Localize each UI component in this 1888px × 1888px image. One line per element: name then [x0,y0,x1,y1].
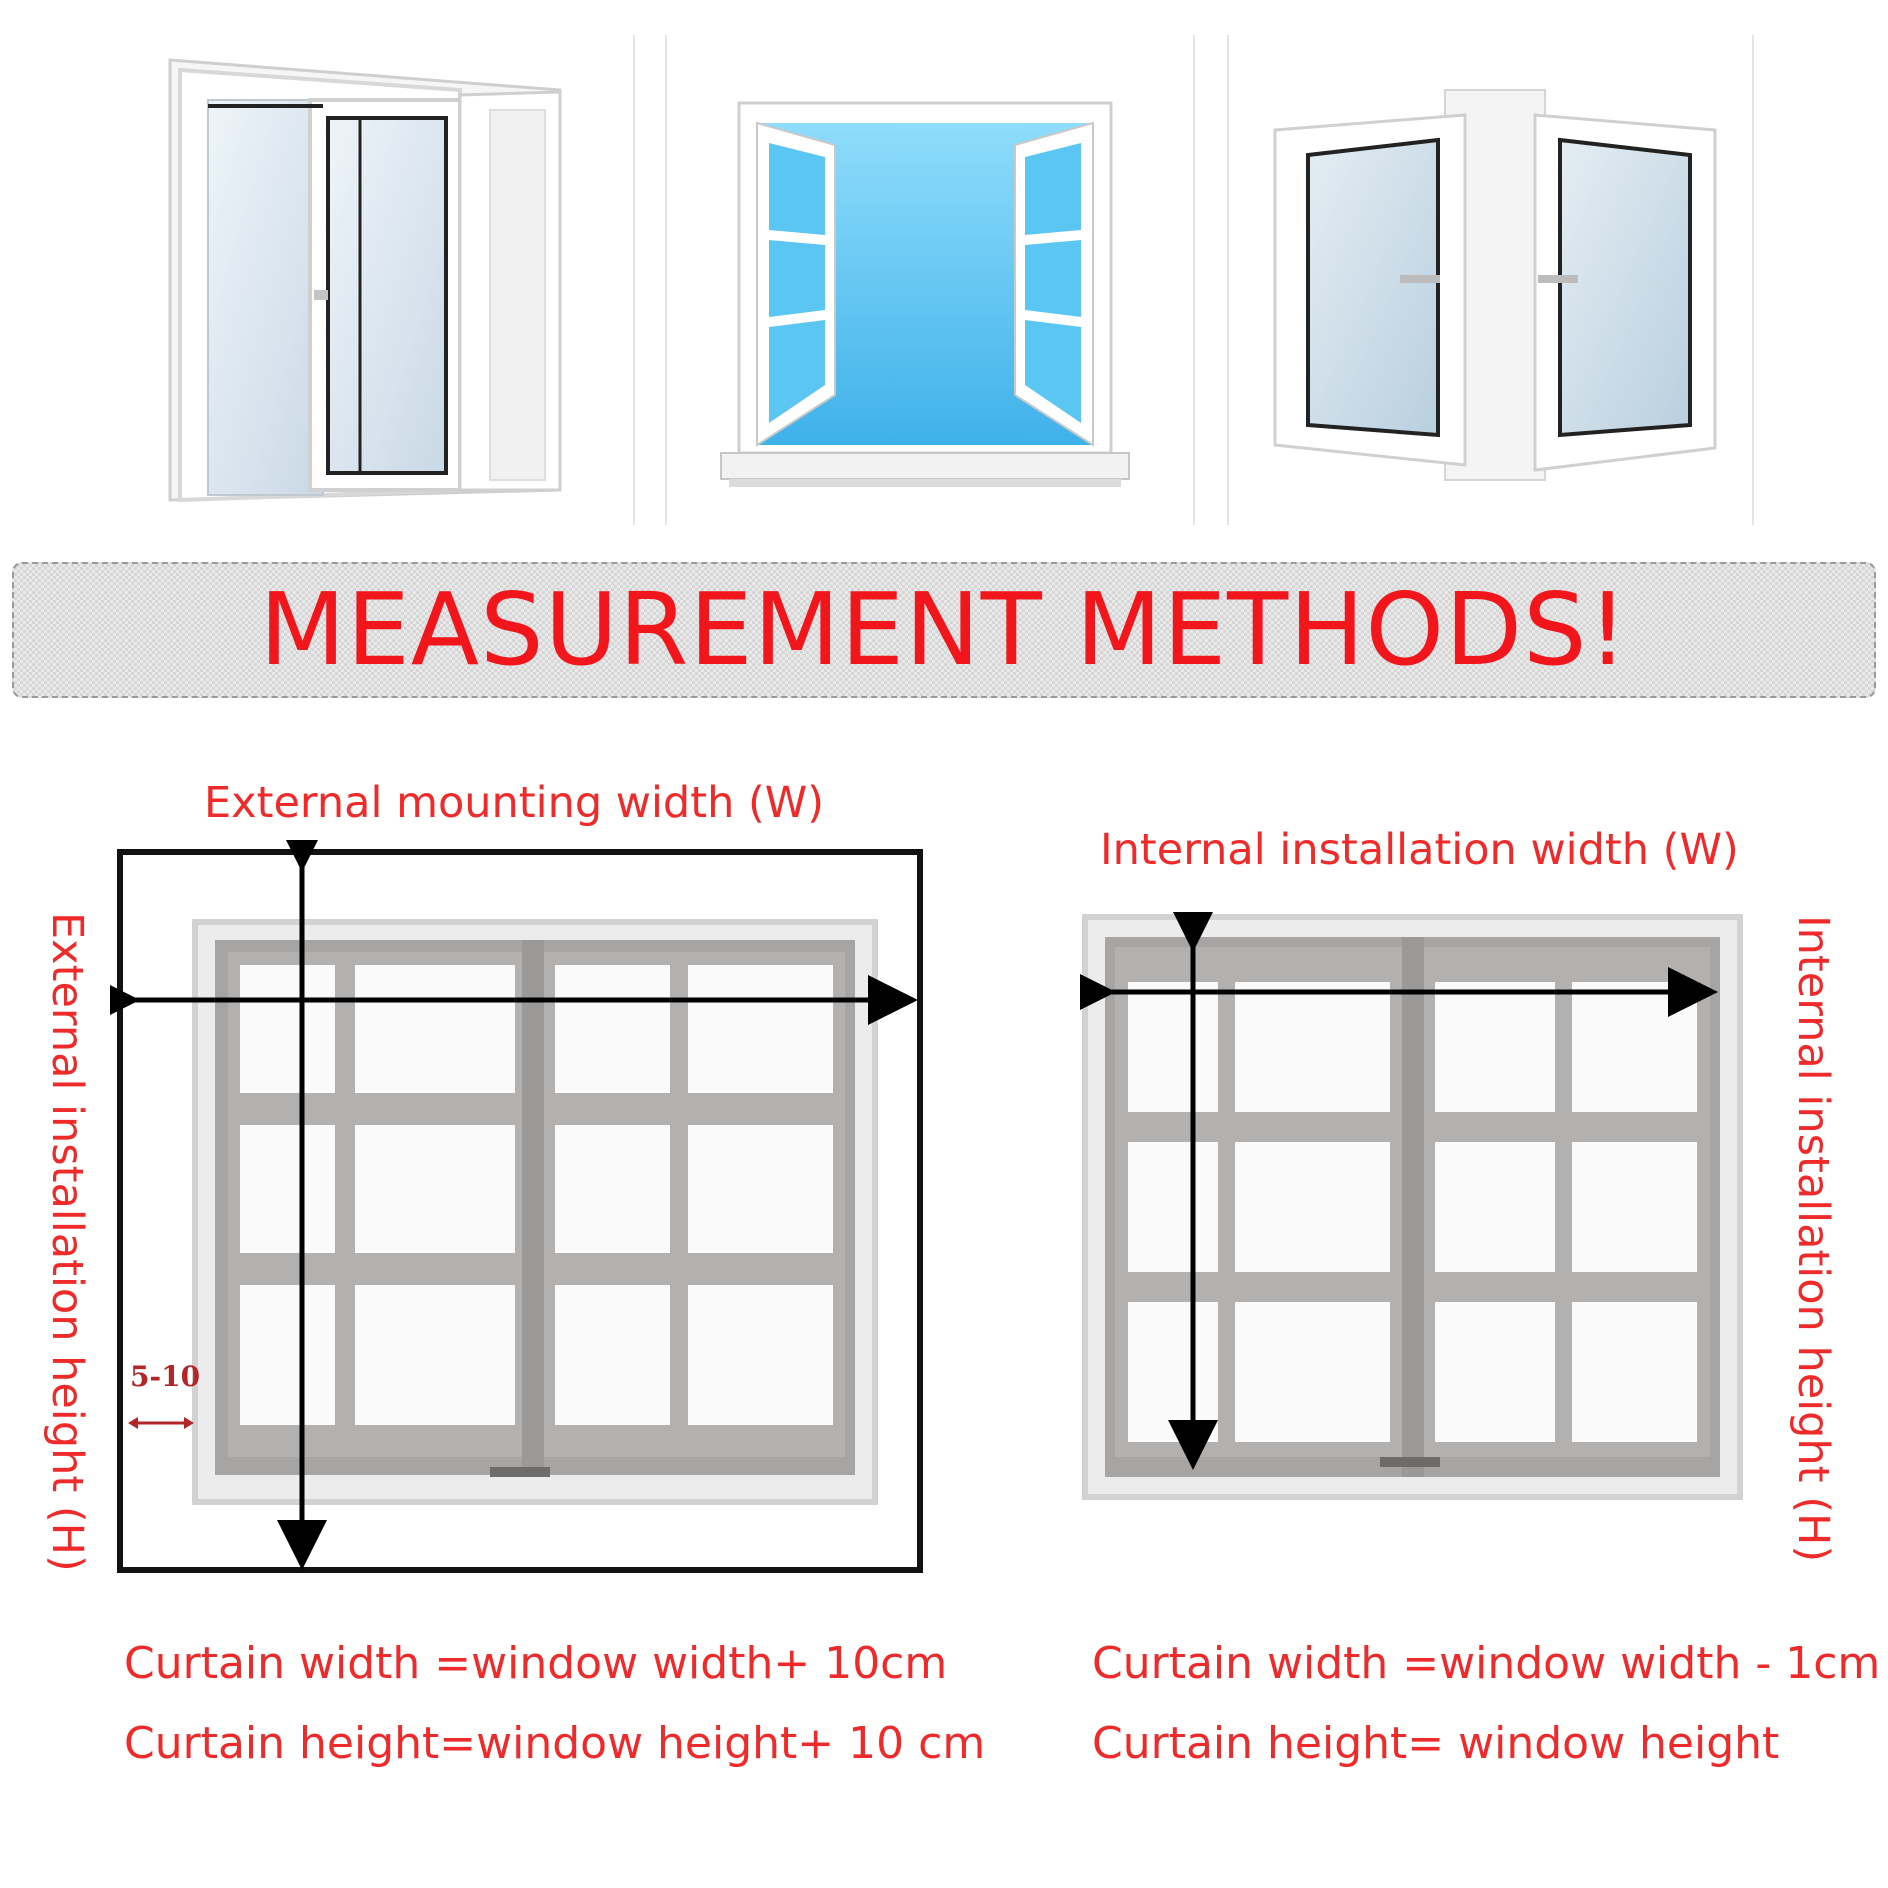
internal-width-label: Internal installation width (W) [1100,825,1739,875]
internal-window-diagram [1080,912,1743,1500]
internal-formula-height: Curtain height= window height [1092,1718,1780,1769]
sliding-window-illustration [168,58,562,503]
banner-title: MEASUREMENT METHODS! [259,571,1629,688]
internal-formula-width: Curtain width =window width - 1cm [1092,1638,1881,1689]
divider-left [633,35,635,525]
margin-label: 5-10 [130,1360,201,1393]
divider-right-2 [1227,35,1229,525]
external-window-diagram [110,840,923,1573]
outward-casement-window-illustration [1273,89,1717,481]
internal-height-label: Internal installation height (H) [1788,915,1838,1563]
divider-left-2 [665,35,667,525]
external-formula-height: Curtain height=window height+ 10 cm [124,1718,986,1769]
open-casement-window-illustration [720,101,1130,487]
divider-right [1193,35,1195,525]
external-formula-width: Curtain width =window width+ 10cm [124,1638,948,1689]
external-height-label: External installation height (H) [42,912,92,1572]
external-width-label: External mounting width (W) [204,778,825,828]
measurement-methods-banner: MEASUREMENT METHODS! [12,562,1876,698]
divider-far-right [1752,35,1754,525]
